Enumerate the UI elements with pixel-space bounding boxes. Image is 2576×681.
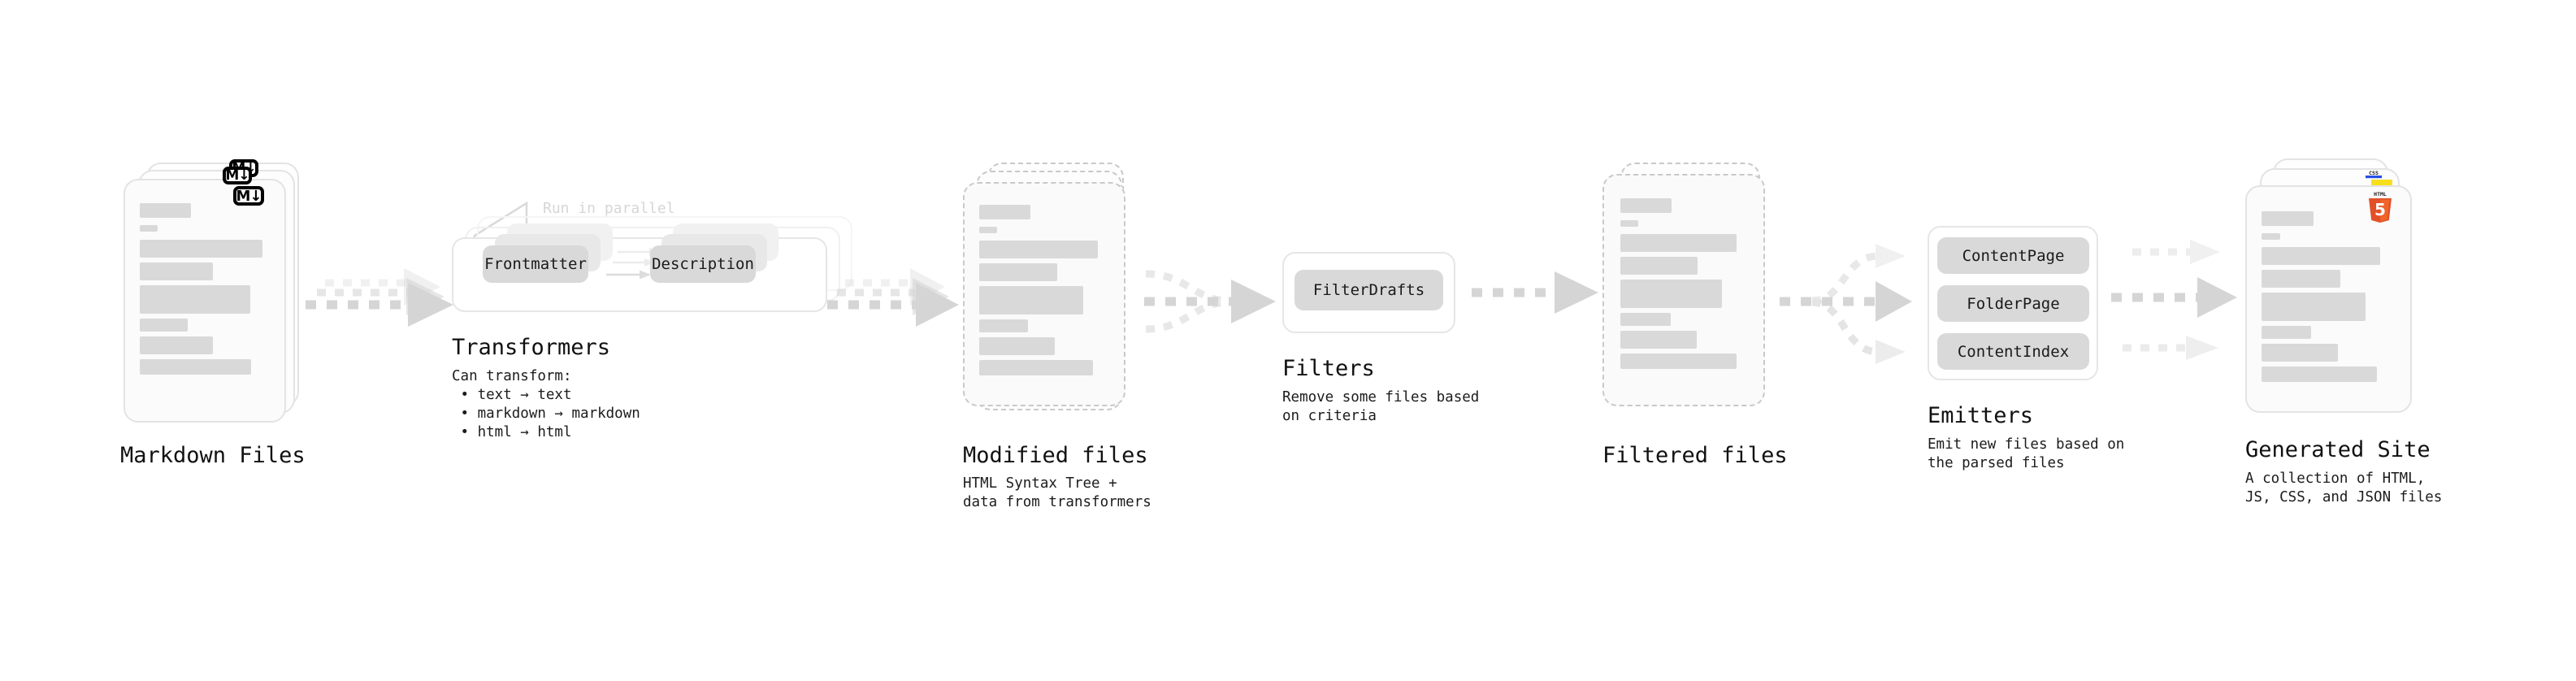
transformer-chip-description[interactable]: Description [650,245,756,283]
modified-card-front [963,182,1125,406]
arrowhead-front [408,283,453,327]
emitter-chip-contentpage[interactable]: ContentPage [1937,237,2089,274]
filtered-card-front [1602,174,1765,406]
css-badge: CSS [2366,170,2382,179]
run-in-parallel-label: Run in parallel [543,200,675,217]
connector-transformers-to-modified-files [827,268,959,327]
connector-filters-to-filtered-files [1472,271,1598,314]
markdown-file-stack: M↓ M↓ M↓ [124,159,302,423]
html5-badge: HTML 5 [2369,191,2392,223]
connector-markdown-to-transformers [306,268,453,327]
connector-filtered-files-to-emitters [1780,244,1912,364]
markdown-skeleton [125,180,284,421]
generated-site-stack: CSS HTML [2245,158,2432,419]
markdown-badge: M↓ [233,186,264,206]
stage-generated-site: CSS HTML [2245,158,2442,505]
filtered-file-stack [1602,163,1781,423]
emitter-chip-contentindex[interactable]: ContentIndex [1937,333,2089,370]
connector-modified-files-to-filters [1144,270,1276,333]
connector-emitters-to-generated-site [2111,240,2237,360]
stage-filtered-files: Filtered files [1602,163,1788,468]
svg-text:CSS: CSS [2369,170,2379,176]
modified-skeleton [965,184,1124,405]
svg-text:5: 5 [2374,200,2386,219]
stage-caption-emitters: Emit new files based on the parsed files [1928,436,2125,471]
generated-card-front [2245,185,2412,413]
filter-chip-filterdrafts[interactable]: FilterDrafts [1295,270,1443,310]
stage-title-generated-site: Generated Site [2245,437,2431,462]
markdown-card-front [124,179,286,423]
svg-text:HTML: HTML [2374,191,2387,197]
stage-title-emitters: Emitters [1928,403,2034,428]
stage-caption-filters: Remove some files based on criteria [1282,389,1480,424]
modified-file-stack [963,163,1142,423]
stage-title-markdown-files: Markdown Files [120,443,306,468]
stage-caption-transformers: Can transform: • text → text • markdown … [452,368,640,440]
stage-caption-generated-site: A collection of HTML, JS, CSS, and JSON … [2245,471,2443,505]
markdown-badge-back-1: M↓ [223,167,252,184]
stage-title-filtered-files: Filtered files [1602,443,1788,468]
stage-caption-modified-files: HTML Syntax Tree + data from transformer… [963,475,1151,510]
emitter-chip-folderpage[interactable]: FolderPage [1937,285,2089,322]
filtered-skeleton [1604,176,1763,405]
stage-title-filters: Filters [1282,356,1375,381]
transformer-chip-frontmatter[interactable]: Frontmatter [483,245,588,283]
stage-title-modified-files: Modified files [963,443,1148,468]
generated-skeleton [2247,187,2410,411]
stage-title-transformers: Transformers [452,335,611,360]
stage-markdown-files: M↓ M↓ M↓ Markdown Files [120,159,306,468]
stage-modified-files: Modified files HTML Syntax Tree + data f… [963,163,1151,510]
